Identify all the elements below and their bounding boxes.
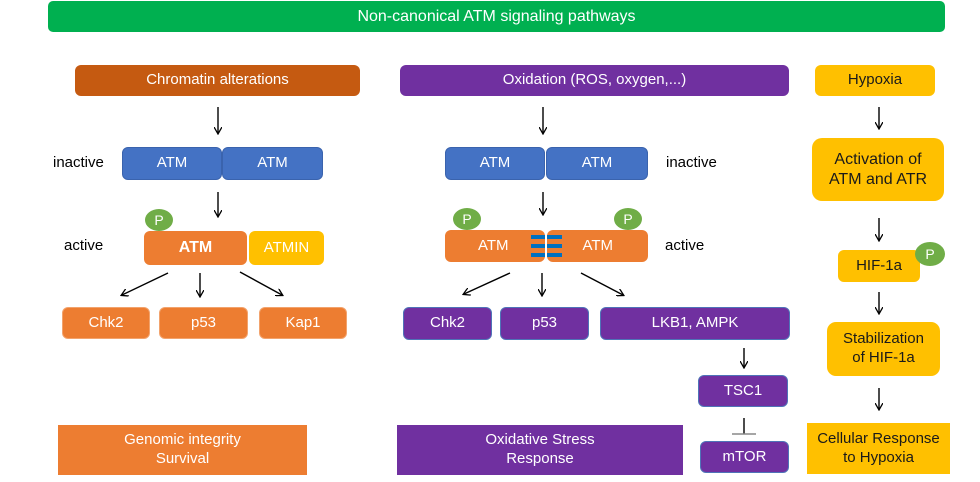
outcome-line: Genomic integrity [124,431,241,449]
arrow-oxidation-to-chk2 [464,272,511,294]
hif-1a-box: HIF-1a [838,250,920,282]
oxidation-target-chk2: Chk2 [403,307,492,340]
target-label: p53 [190,313,217,331]
phospho-badge: P [614,208,642,230]
oxidation-inactive-label: inactive [666,154,717,171]
outcome-line: Response [506,450,574,467]
oxidation-atm-inactive-left: ATM [445,147,545,180]
phospho-label: P [925,246,935,262]
oxidation-target-lkb1-ampk: LKB1, AMPK [600,307,790,340]
atm-label: ATM [582,236,613,254]
atm-label: ATM [581,154,613,172]
chromatin-inactive-label: inactive [53,154,104,171]
target-label: Chk2 [88,313,124,331]
diagram-title-text: Non-canonical ATM signaling pathways [357,7,636,25]
stabilization-line: Stabilization [843,330,924,348]
atm-label: ATM [478,236,509,254]
target-label: Kap1 [285,313,321,331]
chromatin-active-label: active [64,237,104,254]
atm-label: ATM [257,154,288,172]
outcome-line: Cellular Response [817,429,940,447]
target-label: LKB1, AMPK [651,314,739,332]
chromatin-target-p53: p53 [159,307,248,339]
chromatin-outcome: Genomic integrity Survival [58,425,307,475]
arrow-oxidation-to-lkb1 [580,272,623,295]
chromatin-target-chk2: Chk2 [62,307,150,339]
stabilization-line: of HIF-1a [852,349,915,366]
oxidation-header-text: Oxidation (ROS, oxygen,...) [502,71,687,89]
disulfide-bridge-icon [531,233,562,260]
chromatin-atm-inactive-right: ATM [222,147,323,180]
target-label: Chk2 [429,314,466,332]
atm-label: ATM [178,239,213,256]
outcome-line: to Hypoxia [843,448,914,466]
hypoxia-outcome: Cellular Response to Hypoxia [807,423,950,474]
activation-line: ATM and ATR [828,170,928,188]
oxidation-atm-inactive-right: ATM [546,147,648,180]
phospho-badge: P [453,208,481,230]
outcome-line: Survival [155,450,210,467]
outcome-line: Oxidative Stress [485,431,595,449]
phospho-label: P [154,212,164,228]
chromatin-target-kap1: Kap1 [259,307,347,339]
mtor-box: mTOR [700,441,789,473]
phospho-badge: P [145,209,173,231]
atm-label: ATM [479,154,511,172]
chromatin-atm-inactive-left: ATM [122,147,222,180]
arrow-chromatin-to-kap1 [239,271,282,295]
atmin-label: ATMIN [263,238,310,256]
oxidation-target-p53: p53 [500,307,589,340]
hif-label: HIF-1a [856,256,902,274]
oxidation-atm-active-right: ATM [547,230,648,262]
stabilization-box: Stabilization of HIF-1a [827,322,940,376]
phospho-badge: P [915,242,945,266]
tsc1-box: TSC1 [698,375,788,407]
target-label: p53 [531,314,558,332]
arrow-chromatin-to-chk2 [122,272,169,295]
oxidation-outcome: Oxidative Stress Response [397,425,683,475]
phospho-label: P [462,211,472,227]
oxidation-active-label: active [665,237,705,254]
chromatin-alterations-header: Chromatin alterations [75,65,360,96]
hypoxia-header-text: Hypoxia [847,71,903,89]
activation-box: Activation of ATM and ATR [812,138,944,201]
hypoxia-header: Hypoxia [815,65,935,96]
oxidation-header: Oxidation (ROS, oxygen,...) [400,65,789,96]
mtor-label: mTOR [722,447,767,465]
tsc1-label: TSC1 [723,381,763,399]
phospho-label: P [623,211,633,227]
chromatin-header-text: Chromatin alterations [146,71,289,89]
activation-line: Activation of [834,150,922,168]
diagram-title: Non-canonical ATM signaling pathways [48,1,945,32]
atm-label: ATM [156,154,188,172]
chromatin-atm-active: ATM [144,231,247,265]
atmin-box: ATMIN [249,231,324,265]
oxidation-atm-active-left: ATM [445,230,545,262]
